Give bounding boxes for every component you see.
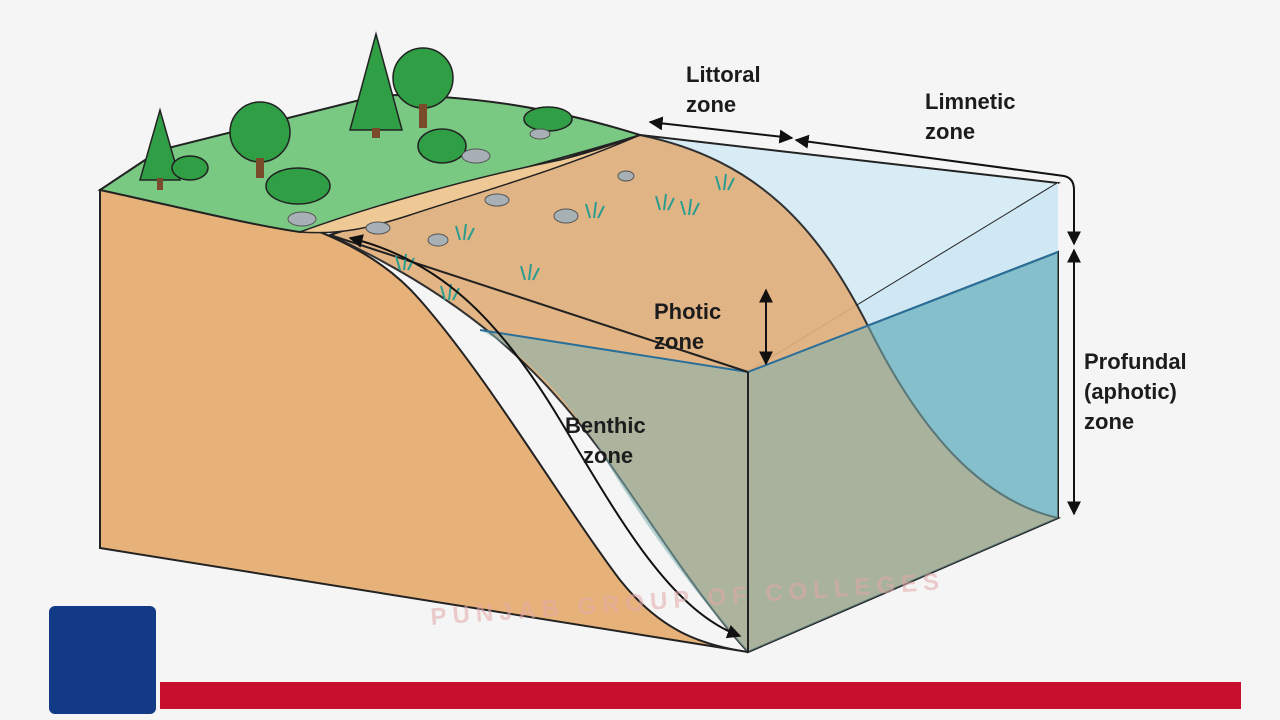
tree-icon (229, 101, 291, 178)
benthic-zone-label: Benthic zone (565, 413, 646, 468)
photic-zone-label: Photic zone (654, 299, 722, 354)
tree-icon (139, 107, 181, 190)
tree-icon (349, 31, 403, 138)
brand-square (49, 606, 156, 714)
aphotic-water (480, 252, 1058, 652)
profundal-zone-label: Profundal (aphotic) zone (1084, 349, 1187, 434)
brand-bar (160, 682, 1241, 709)
double-arrow-icon (794, 134, 1081, 246)
bush-icon (265, 167, 331, 205)
littoral-zone-label: Littoral zone (686, 62, 761, 117)
limnetic-zone-label: Limnetic zone (925, 89, 1016, 144)
bush-icon (523, 106, 573, 132)
bush-icon (171, 155, 209, 181)
tree-icon (392, 47, 454, 128)
double-arrow-icon (648, 116, 794, 144)
shore-strip (299, 134, 641, 234)
bush-icon (417, 128, 467, 164)
benthic-arrow (348, 234, 742, 639)
